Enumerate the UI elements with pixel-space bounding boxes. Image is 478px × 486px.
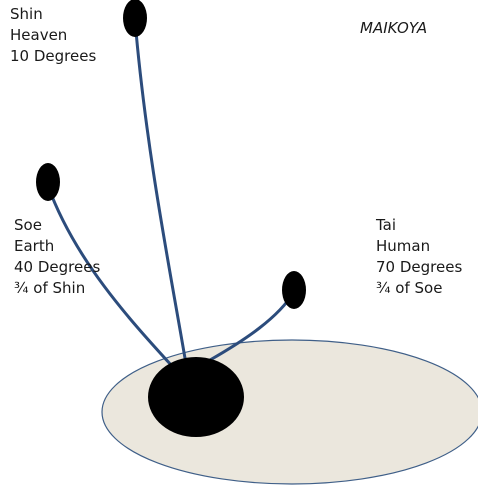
soe-tip (36, 163, 60, 201)
tai-angle: 70 Degrees (376, 257, 462, 278)
soe-ratio: ¾ of Shin (14, 278, 100, 299)
tai-name: Tai (376, 215, 462, 236)
shin-angle: 10 Degrees (10, 46, 96, 67)
tai-tip (282, 271, 306, 309)
kenzan (148, 357, 244, 437)
soe-meaning: Earth (14, 236, 100, 257)
tai-ratio: ¾ of Soe (376, 278, 462, 299)
tai-label: Tai Human 70 Degrees ¾ of Soe (376, 215, 462, 299)
soe-angle: 40 Degrees (14, 257, 100, 278)
shin-label: Shin Heaven 10 Degrees (10, 4, 96, 67)
soe-label: Soe Earth 40 Degrees ¾ of Shin (14, 215, 100, 299)
shin-tip (123, 0, 147, 37)
soe-name: Soe (14, 215, 100, 236)
shin-stem (135, 20, 186, 364)
diagram-title: MAIKOYA (360, 19, 427, 37)
shin-meaning: Heaven (10, 25, 96, 46)
shin-name: Shin (10, 4, 96, 25)
tai-meaning: Human (376, 236, 462, 257)
